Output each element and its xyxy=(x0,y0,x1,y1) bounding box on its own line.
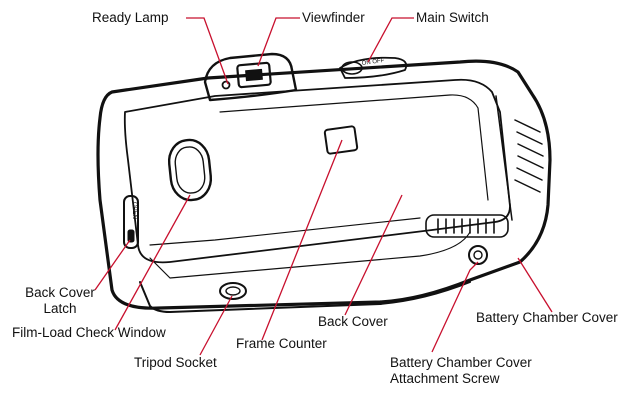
viewfinder-lens xyxy=(245,68,263,82)
label-battery-screw-line1: Battery Chamber Cover xyxy=(390,355,532,370)
back-cover-inner-line xyxy=(149,94,489,246)
label-back-cover: Back Cover xyxy=(318,314,388,329)
frame-counter-window xyxy=(323,125,359,155)
leader-frame-counter xyxy=(261,139,343,341)
back-cover-latch xyxy=(123,195,139,249)
main-switch-knob xyxy=(341,61,363,75)
leader-back-cover-latch xyxy=(94,239,131,291)
leader-main-switch xyxy=(367,17,414,63)
label-main-switch: Main Switch xyxy=(416,10,489,25)
label-tripod-socket: Tripod Socket xyxy=(134,355,217,370)
label-back-cover-latch-line1: Back Cover xyxy=(25,285,95,300)
bottom-plate xyxy=(139,281,471,313)
label-battery-screw: Battery Chamber Cover Attachment Screw xyxy=(390,355,532,387)
back-cover-latch-slider xyxy=(127,229,135,243)
viewfinder-housing xyxy=(203,52,298,102)
label-ready-lamp: Ready Lamp xyxy=(92,10,169,25)
label-film-load-check-window: Film-Load Check Window xyxy=(12,325,166,340)
tripod-socket-inner xyxy=(225,286,241,296)
label-back-cover-latch-line2: Latch xyxy=(43,301,77,316)
film-load-check-window-inner xyxy=(174,146,206,194)
label-frame-counter: Frame Counter xyxy=(236,336,327,351)
leader-viewfinder xyxy=(257,17,300,67)
leader-back-cover xyxy=(344,194,403,316)
label-back-cover-latch: Back Cover Latch xyxy=(18,285,102,317)
battery-cover-screw xyxy=(468,245,488,265)
main-switch-base xyxy=(339,56,408,79)
leader-film-load-check-window xyxy=(114,194,191,331)
right-grip-ribs xyxy=(495,95,544,221)
ready-lamp xyxy=(221,80,231,90)
battery-cover-screw-inner xyxy=(473,250,483,260)
leader-battery-chamber-cover xyxy=(517,257,553,313)
leader-battery-screw xyxy=(431,261,479,353)
label-battery-chamber-cover: Battery Chamber Cover xyxy=(476,310,618,325)
battery-chamber-grille xyxy=(425,214,509,238)
main-switch-marking: ON OFF xyxy=(361,58,385,67)
back-cover-ridge xyxy=(149,231,471,279)
tripod-socket xyxy=(219,282,247,300)
back-cover-latch-marking: OPEN xyxy=(131,202,137,219)
camera-body-outline xyxy=(96,59,552,310)
film-load-check-window xyxy=(167,138,213,202)
leader-ready-lamp xyxy=(186,17,229,85)
back-cover-panel xyxy=(123,78,511,264)
viewfinder-eyepiece xyxy=(236,61,272,89)
label-battery-screw-line2: Attachment Screw xyxy=(390,371,500,386)
label-viewfinder: Viewfinder xyxy=(302,10,365,25)
leader-tripod-socket xyxy=(199,295,233,356)
